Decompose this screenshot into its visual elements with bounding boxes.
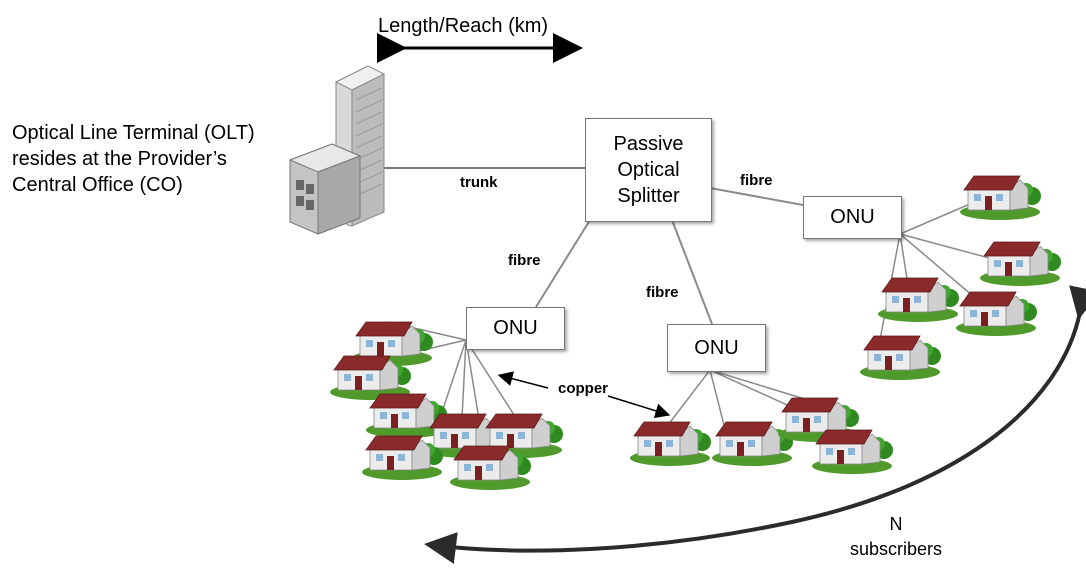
passive-optical-splitter: Passive Optical Splitter bbox=[585, 118, 712, 222]
house-icon bbox=[450, 445, 531, 490]
olt-label-line-2: resides at the Provider’s bbox=[12, 148, 227, 170]
subscribers-label-n: N bbox=[889, 514, 903, 534]
house-icon bbox=[860, 335, 941, 380]
house-icon bbox=[362, 435, 443, 480]
house-icon bbox=[778, 397, 859, 442]
fibre-label-middle: fibre bbox=[646, 284, 679, 301]
subscribers-label: N subscribers bbox=[836, 512, 956, 562]
fibre-label-left: fibre bbox=[508, 252, 541, 269]
olt-label-line-3: Central Office (CO) bbox=[12, 174, 183, 196]
fibre-label-right: fibre bbox=[740, 172, 773, 189]
subscribers-arrow bbox=[424, 285, 1086, 564]
onu-box-middle: ONU bbox=[667, 324, 766, 372]
olt-label-line-1: Optical Line Terminal (OLT) bbox=[12, 122, 255, 144]
house-icon bbox=[812, 429, 893, 474]
copper-label: copper bbox=[558, 380, 609, 397]
onu-box-left: ONU bbox=[466, 307, 565, 350]
house-icon bbox=[956, 291, 1037, 336]
splitter-label-line-3: Splitter bbox=[617, 185, 680, 207]
house-icon bbox=[630, 421, 711, 466]
house-icon bbox=[960, 175, 1041, 220]
onu-box-right: ONU bbox=[803, 196, 902, 239]
trunk-label: trunk bbox=[460, 174, 498, 191]
house-icon bbox=[980, 241, 1061, 286]
house-icon bbox=[366, 393, 447, 438]
subscribers-label-text: subscribers bbox=[849, 539, 943, 559]
house-icon bbox=[330, 355, 411, 400]
splitter-label-line-2: Optical bbox=[617, 159, 680, 181]
house-icon bbox=[712, 421, 793, 466]
splitter-label-line-1: Passive bbox=[613, 133, 684, 155]
olt-label: Optical Line Terminal (OLT) resides at t… bbox=[12, 120, 255, 198]
reach-label: Length/Reach (km) bbox=[378, 15, 549, 37]
subscriber-houses bbox=[330, 175, 1061, 490]
house-icon bbox=[878, 277, 959, 322]
olt-building-icon bbox=[288, 65, 386, 235]
